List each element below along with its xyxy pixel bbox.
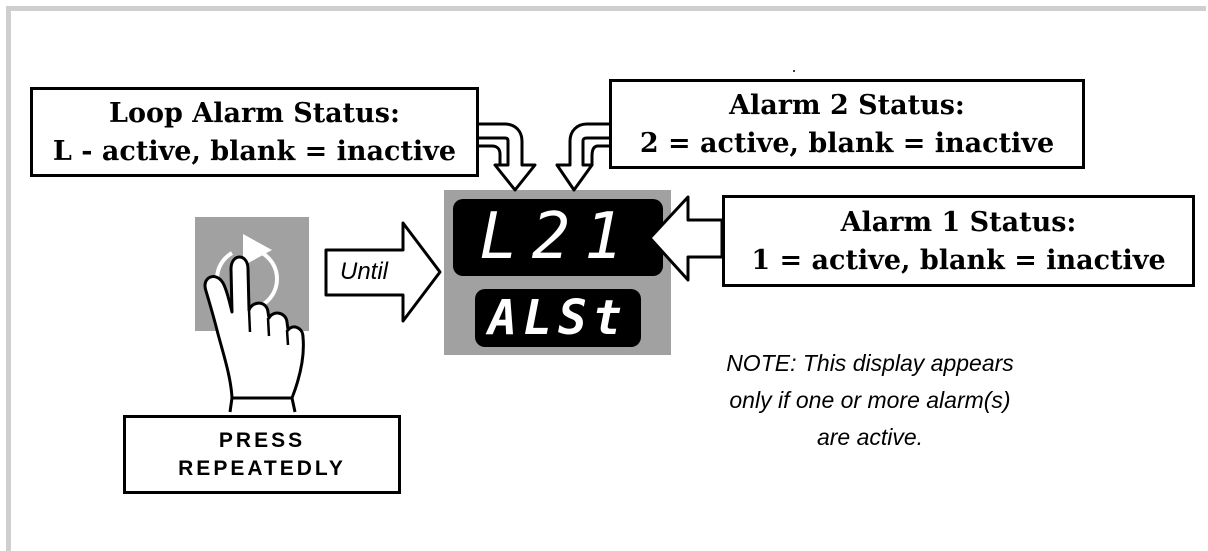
loop-alarm-title: Loop Alarm Status: <box>109 98 400 129</box>
alarm1-desc: 1 = active, blank = inactive <box>751 245 1166 276</box>
note-line1: NOTE: This display appears <box>726 350 1014 376</box>
top-display-readout: L21 <box>453 199 663 276</box>
bottom-display-readout: ALSt <box>475 289 641 347</box>
loop-alarm-arrow-icon <box>479 122 537 192</box>
alarm1-arrow-icon <box>648 195 724 282</box>
note-line3: are active. <box>816 424 924 450</box>
until-arrow-icon <box>324 221 442 323</box>
alarm2-status-label: Alarm 2 Status: 2 = active, blank = inac… <box>609 79 1085 169</box>
alarm1-title: Alarm 1 Status: <box>840 207 1077 238</box>
until-label: Until <box>340 258 389 285</box>
press-repeatedly-label: PRESS REPEATEDLY <box>123 415 401 494</box>
alarm1-status-label: Alarm 1 Status: 1 = active, blank = inac… <box>722 195 1195 287</box>
stray-dot <box>793 70 795 72</box>
loop-alarm-desc: L - active, blank = inactive <box>52 136 457 167</box>
press-line1: PRESS <box>218 429 306 452</box>
alarm2-desc: 2 = active, blank = inactive <box>639 128 1055 159</box>
loop-alarm-status-label: Loop Alarm Status: L - active, blank = i… <box>30 87 479 177</box>
display-note: NOTE: This display appears only if one o… <box>725 345 1015 456</box>
alarm2-title: Alarm 2 Status: <box>729 90 965 121</box>
press-line2: REPEATEDLY <box>178 457 346 480</box>
diagram-frame <box>6 6 1206 551</box>
pointing-hand-icon <box>203 255 305 413</box>
note-line2: only if one or more alarm(s) <box>729 387 1011 413</box>
alarm2-arrow-icon <box>555 122 609 192</box>
